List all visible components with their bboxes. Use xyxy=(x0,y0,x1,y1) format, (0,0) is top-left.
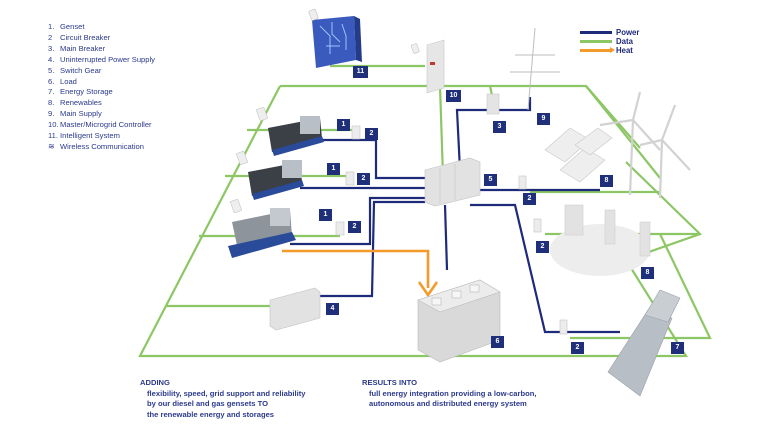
badge-main-supply: 9 xyxy=(537,113,550,125)
heat-arrow-swatch xyxy=(580,46,615,53)
load-building xyxy=(417,279,501,363)
badge-genset-1: 1 xyxy=(337,119,350,131)
badge-cb-6: 2 xyxy=(571,342,584,354)
badge-cb-2: 2 xyxy=(357,173,370,185)
switch-gear-cabinet xyxy=(424,157,481,207)
circuit-breakers xyxy=(335,125,568,335)
legend-item-wireless: ≋Wireless Communication xyxy=(48,141,144,151)
legend-item: 7.Energy Storage xyxy=(48,87,113,97)
wind-turbines xyxy=(599,91,691,199)
badge-cb-1: 2 xyxy=(365,128,378,140)
main-breaker-cabinet xyxy=(486,93,500,115)
legend-item: 3.Main Breaker xyxy=(48,43,106,53)
data-line-storage xyxy=(570,233,712,340)
arrow-head-icon xyxy=(610,46,615,53)
power-line-genset1 xyxy=(318,138,425,180)
caption-adding-body: flexibility, speed, grid support and rel… xyxy=(147,388,306,419)
wifi-icon: ≋ xyxy=(48,141,55,151)
genset-2 xyxy=(236,151,304,200)
badge-wind-chp: 8 xyxy=(641,267,654,279)
data-line-right xyxy=(585,85,661,179)
heat-path xyxy=(282,249,430,288)
heat-line xyxy=(282,249,439,298)
badge-intelligent-system: 11 xyxy=(353,66,368,78)
data-line-controller-down xyxy=(438,85,445,177)
genset-1 xyxy=(256,107,324,156)
caption-adding: ADDING flexibility, speed, grid support … xyxy=(140,378,306,420)
badge-switch-gear: 5 xyxy=(484,174,497,186)
genset-3 xyxy=(228,199,296,258)
power-network xyxy=(290,97,620,334)
legend-item: 10.Master/Microgrid Controller xyxy=(48,120,152,130)
caption-results: RESULTS INTO full energy integration pro… xyxy=(362,378,537,410)
legend-item: 6.Load xyxy=(48,76,77,86)
ups-cabinet xyxy=(269,287,321,331)
badge-cb-5: 2 xyxy=(536,241,549,253)
legend-item: 5.Switch Gear xyxy=(48,65,102,75)
solar-panels xyxy=(544,127,613,183)
heat-arrow-head xyxy=(417,281,439,298)
badge-genset-2: 1 xyxy=(327,163,340,175)
data-line-swatch xyxy=(580,40,612,43)
intelligent-system xyxy=(308,8,362,68)
badge-cb-4: 2 xyxy=(523,193,536,205)
power-line-genset3 xyxy=(290,196,425,246)
power-line-load xyxy=(443,204,449,271)
line-legend-heat: Heat xyxy=(580,46,639,55)
power-line-swatch xyxy=(580,31,612,34)
badge-main-breaker: 3 xyxy=(493,121,506,133)
badge-cb-3: 2 xyxy=(348,221,361,233)
pylon xyxy=(510,27,560,111)
caption-results-heading: RESULTS INTO xyxy=(362,378,417,387)
badge-genset-3: 1 xyxy=(319,209,332,221)
badge-controller: 10 xyxy=(446,90,461,102)
badge-ups: 4 xyxy=(326,303,339,315)
legend-item: 9.Main Supply xyxy=(48,109,102,119)
energy-storage-unit xyxy=(607,289,681,397)
badge-load: 6 xyxy=(491,336,504,348)
line-legend-power: Power xyxy=(580,28,639,37)
legend-item: 11.Intelligent System xyxy=(48,131,120,141)
legend-item: 8.Renewables xyxy=(48,98,102,108)
line-legend-data: Data xyxy=(580,37,639,46)
controller-cabinet xyxy=(410,39,445,94)
chp-units xyxy=(550,204,651,276)
power-line-ups xyxy=(300,200,425,298)
legend-item: 4.Uninterrupted Power Supply xyxy=(48,54,155,64)
gensets xyxy=(228,107,324,258)
caption-adding-heading: ADDING xyxy=(140,378,170,387)
badge-solar: 8 xyxy=(600,175,613,187)
power-line-right xyxy=(470,203,620,334)
line-legend: Power Data Heat xyxy=(580,28,639,55)
legend-item: 1.Genset xyxy=(48,22,85,31)
caption-results-body: full energy integration providing a low-… xyxy=(369,388,537,409)
badge-energy-storage: 7 xyxy=(671,342,684,354)
